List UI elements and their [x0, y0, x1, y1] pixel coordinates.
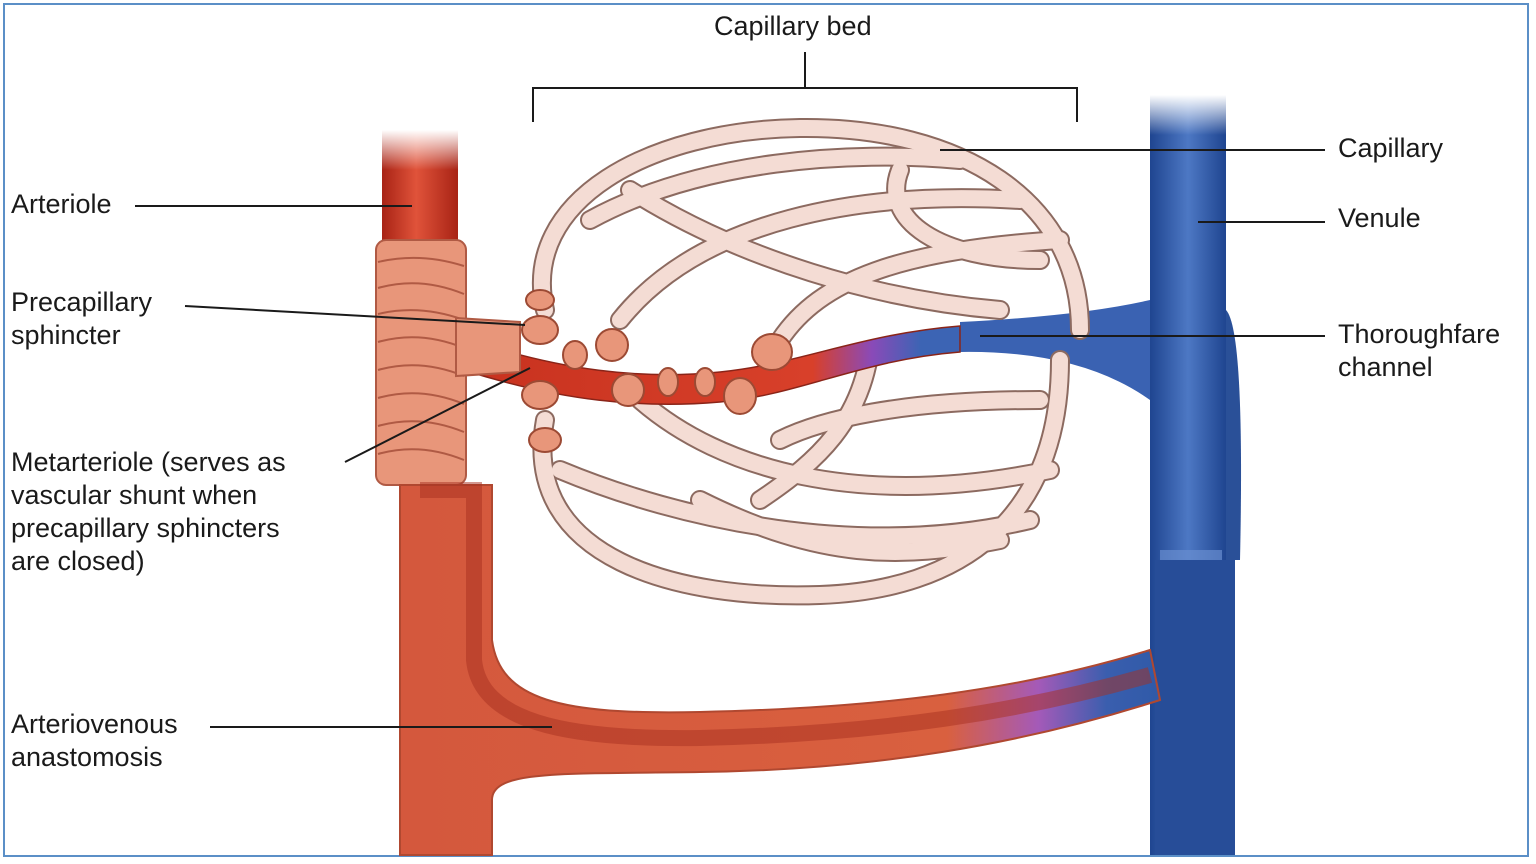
metarteriole-line-1: Metarteriole (serves as [11, 447, 286, 477]
arteriovenous-anastomosis-vessel [399, 482, 1162, 856]
precapillary-sphincter-line-2: sphincter [11, 320, 121, 350]
arteriole-vessel [375, 130, 521, 486]
arteriovenous-anastomosis-line-1: Arteriovenous [11, 709, 178, 739]
capillary-network [531, 117, 1090, 606]
capillary-label: Capillary [1338, 133, 1444, 163]
precapillary-sphincter-label: Precapillary sphincter [11, 286, 152, 352]
arteriovenous-anastomosis-label: Arteriovenous anastomosis [11, 708, 178, 774]
thoroughfare-channel-label: Thoroughfare channel [1338, 318, 1500, 384]
metarteriole-pointer [344, 367, 531, 463]
thoroughfare-channel-line-2: channel [1338, 352, 1433, 382]
metarteriole-line-4: are closed) [11, 546, 145, 576]
arteriovenous-anastomosis-line-2: anastomosis [11, 742, 163, 772]
precapillary-sphincters [521, 289, 793, 453]
venule-label: Venule [1338, 203, 1421, 233]
capillary-bed-label: Capillary bed [714, 11, 872, 41]
metarteriole-line-3: precapillary sphincters [11, 513, 280, 543]
precapillary-sphincter-line-1: Precapillary [11, 287, 153, 317]
metarteriole-label: Metarteriole (serves as vascular shunt w… [11, 446, 286, 578]
thoroughfare-channel-end [960, 300, 1150, 400]
pointer-lines [135, 52, 1325, 728]
metarteriole-line-2: vascular shunt when [11, 480, 258, 510]
thoroughfare-channel-line-1: Thoroughfare [1338, 319, 1501, 349]
arteriole-label: Arteriole [11, 189, 112, 219]
capillary-bed-bracket [532, 52, 1078, 122]
venule-vessel [1150, 95, 1242, 855]
precapillary-sphincter-pointer [184, 305, 526, 326]
